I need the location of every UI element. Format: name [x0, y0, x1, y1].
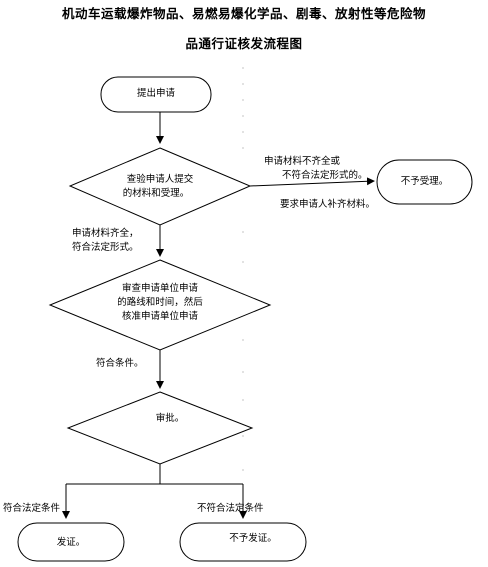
title-line-2: 品通行证核发流程图 — [185, 36, 303, 51]
node-approve — [66, 391, 254, 465]
edge-check-reject — [249, 177, 375, 187]
label-legal: 符合法定条件 — [3, 503, 61, 514]
label-complete-1: 申请材料齐全， — [72, 228, 139, 239]
guide-dots — [242, 67, 244, 471]
label-incomplete-1: 申请材料不齐全或 — [264, 156, 341, 167]
label-check-1: 查验申请人提交 — [126, 174, 194, 185]
node-reject-accept — [376, 159, 473, 205]
label-not-issue: 不予发证。 — [229, 533, 277, 544]
title-line-1: 机动车运载爆炸物品、易燃易爆化学品、剧毒、放射性等危险物 — [61, 6, 426, 21]
node-issue — [17, 522, 125, 562]
label-complete-2: 符合法定形式。 — [72, 242, 139, 253]
label-supplement: 要求申请人补齐材料。 — [280, 199, 376, 210]
label-apply: 提出申请 — [136, 88, 175, 99]
node-apply — [100, 76, 212, 113]
label-review-1: 审查申请单位申请 — [121, 283, 198, 294]
label-review-3: 核准申请单位申请 — [121, 311, 198, 322]
label-reject-accept: 不予受理。 — [400, 176, 449, 187]
label-issue: 发证。 — [56, 537, 86, 548]
label-review-2: 的路线和时间，然后 — [117, 297, 203, 308]
node-not-issue — [179, 522, 307, 562]
label-incomplete-2: 不符合法定形式的。 — [282, 170, 368, 181]
label-check-2: 的材料和受理。 — [122, 188, 190, 199]
label-not-legal: 不符合法定条件 — [197, 503, 264, 514]
node-check — [68, 147, 252, 226]
label-meets: 符合条件。 — [96, 358, 144, 369]
label-approve: 审批。 — [155, 413, 185, 424]
